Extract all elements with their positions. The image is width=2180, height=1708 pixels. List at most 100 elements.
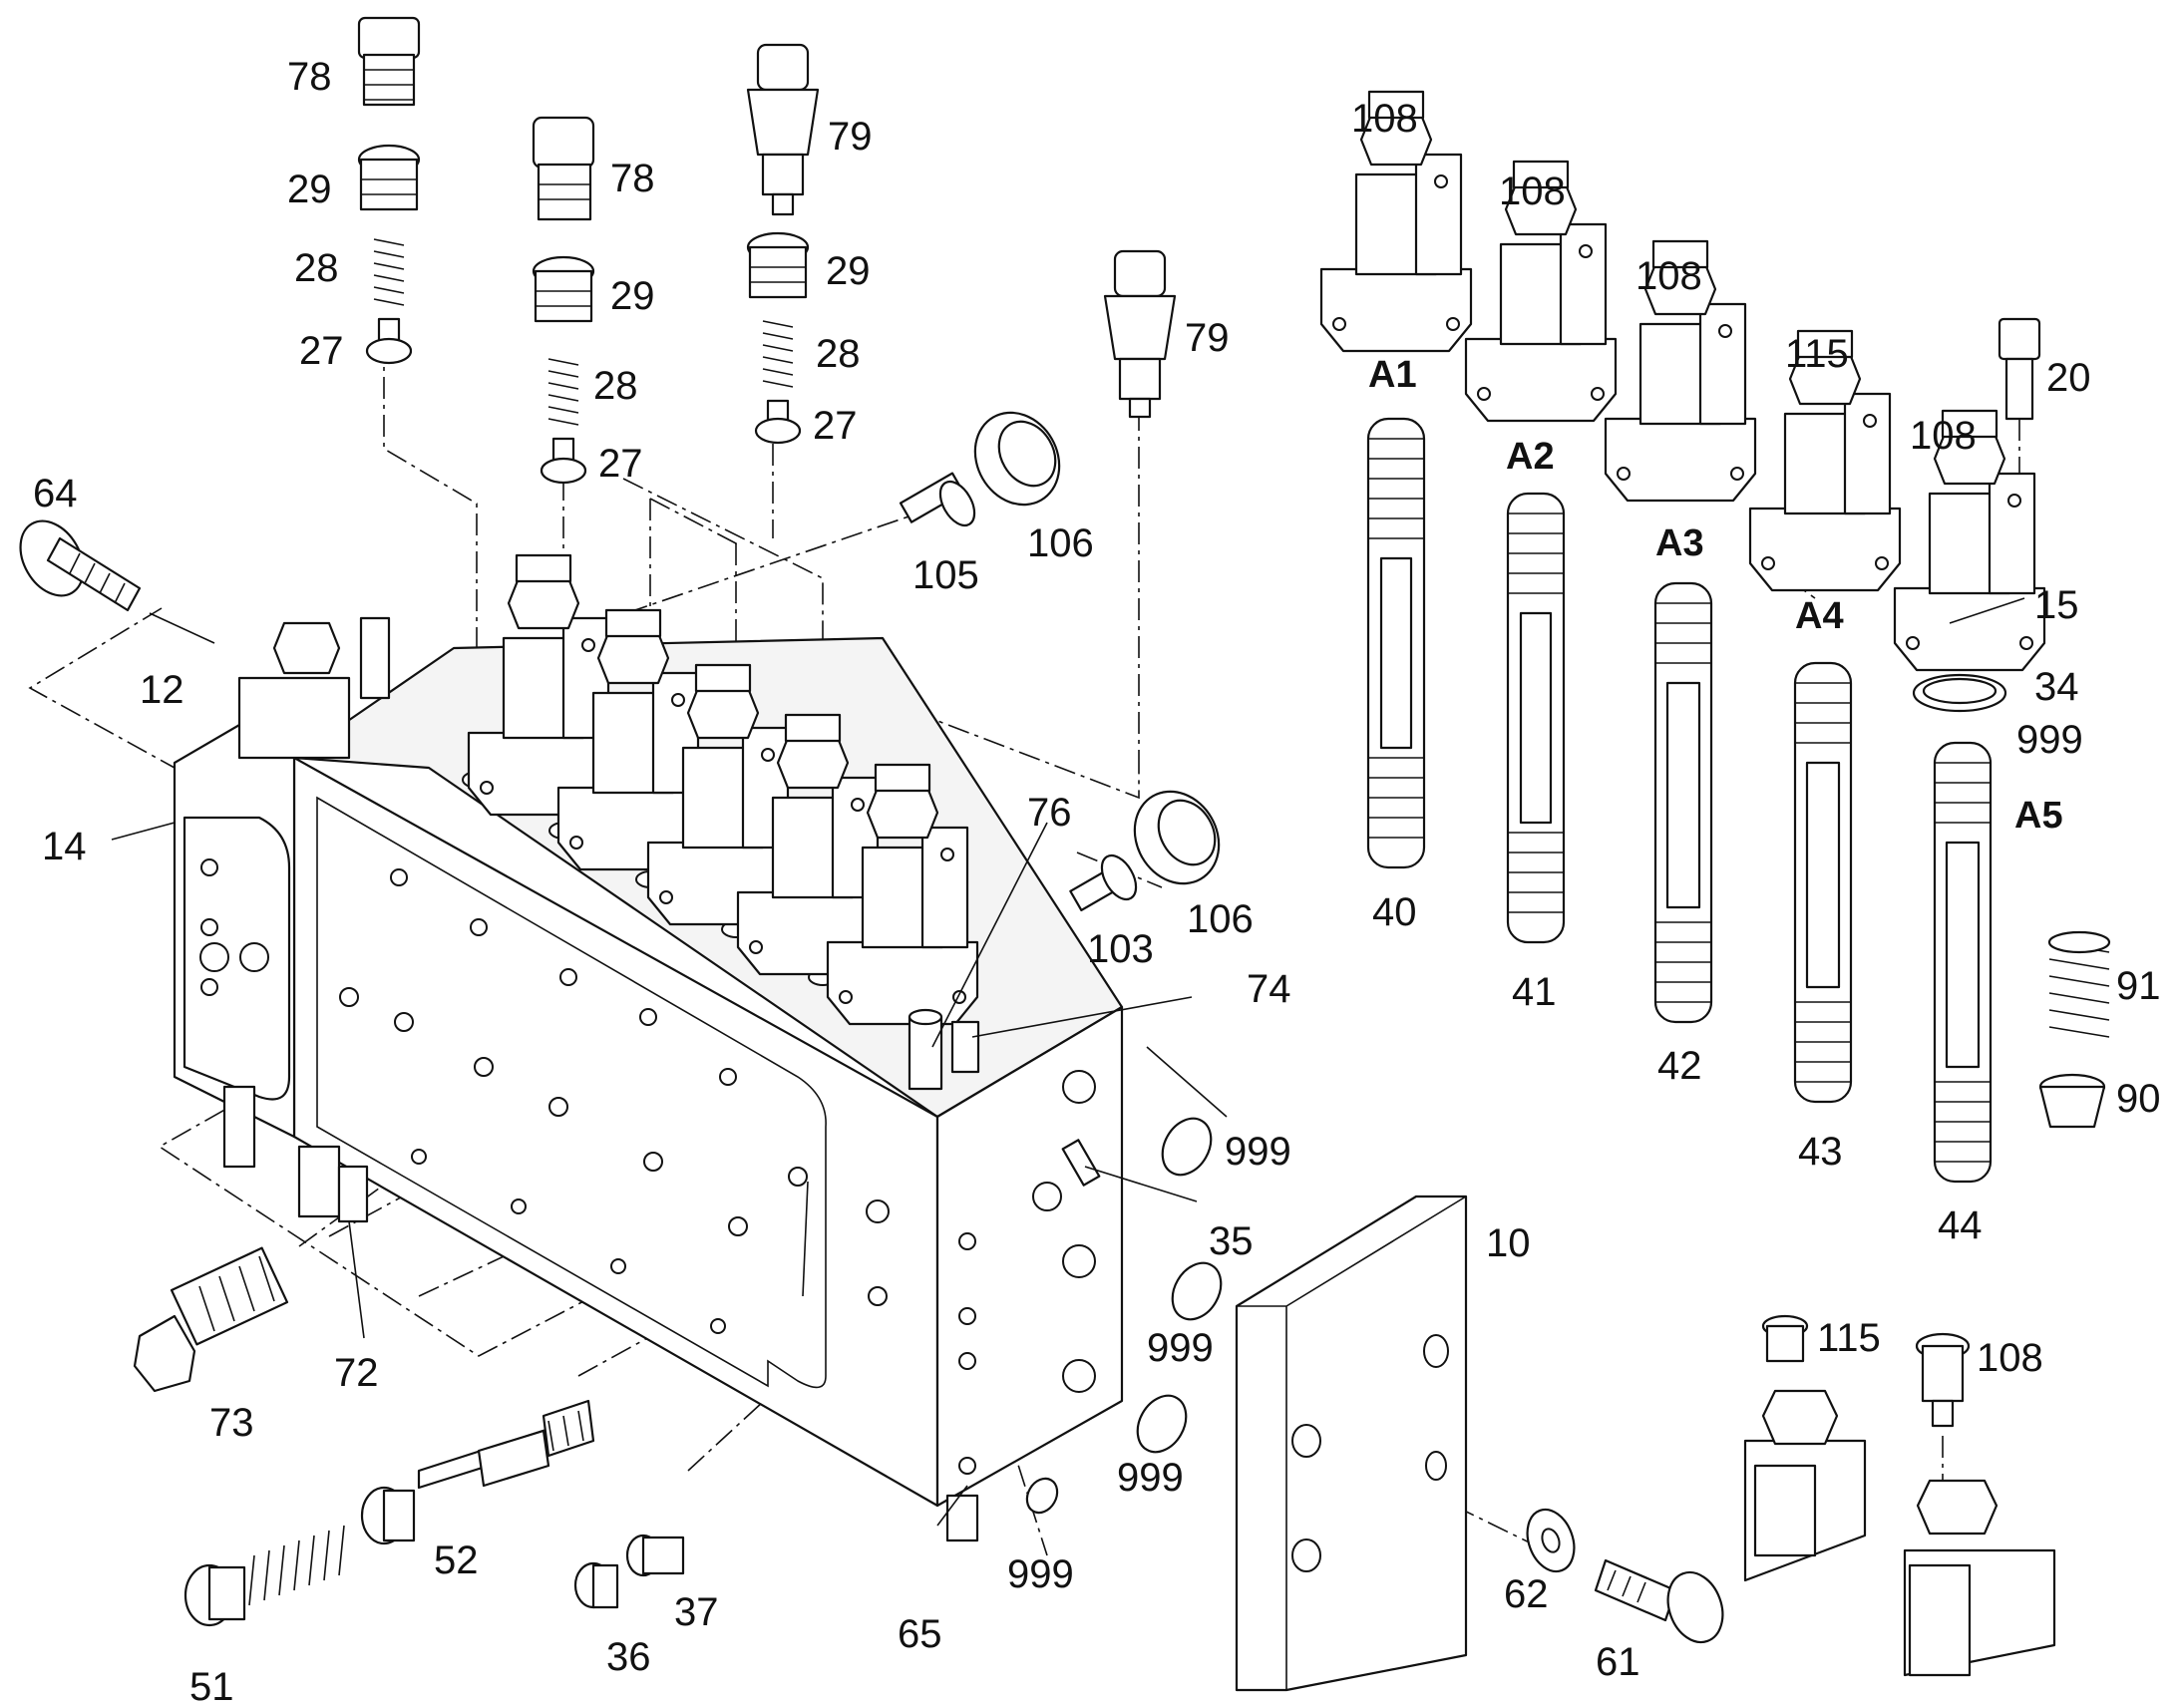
spool-43: [1793, 661, 1853, 1104]
callout-28-a: 28: [294, 246, 339, 290]
callout-108-c: 108: [1635, 254, 1702, 298]
poppet-27-b: [540, 437, 587, 485]
spools: [1366, 417, 1993, 1184]
plug-51: [183, 1563, 246, 1627]
callout-999-c: 999: [1117, 1456, 1184, 1500]
cartridge-78-a: [357, 16, 421, 107]
group-label-a4: A4: [1795, 595, 1844, 637]
cartridge-78-b: [532, 116, 595, 221]
callout-105: 105: [912, 553, 979, 597]
callout-78-a: 78: [287, 55, 332, 99]
lower-coil-b: [1903, 1479, 2056, 1677]
plug-115-b: [1761, 1314, 1809, 1363]
lower-coil-a: [1743, 1389, 1867, 1582]
callout-999-b: 999: [1147, 1326, 1214, 1370]
callout-74: 74: [1247, 967, 1291, 1011]
callout-34: 34: [2034, 665, 2079, 709]
plug-29-a: [357, 144, 421, 211]
callout-90: 90: [2116, 1077, 2161, 1121]
callout-999-d: 999: [1007, 1552, 1074, 1596]
valve-73: [133, 1246, 289, 1393]
group-label-a2: A2: [1506, 436, 1555, 478]
callout-73: 73: [209, 1401, 254, 1445]
valve-79-a: [746, 43, 820, 216]
callout-108-d: 108: [1910, 414, 1977, 458]
callout-41: 41: [1512, 970, 1557, 1014]
spring-28-a: [373, 238, 405, 306]
plug-105: [899, 472, 976, 527]
callout-51: 51: [189, 1665, 234, 1708]
callout-999-a: 999: [1225, 1130, 1291, 1174]
callout-12: 12: [140, 668, 184, 712]
callout-108-b: 108: [1499, 170, 1566, 213]
callout-65: 65: [898, 1612, 942, 1656]
plug-29-b: [532, 255, 595, 323]
o-ring-34: [1912, 673, 2007, 713]
callout-106-a: 106: [1027, 521, 1094, 565]
spool-40: [1366, 417, 1426, 869]
leader-lines: [111, 597, 2025, 1527]
callout-103: 103: [1087, 927, 1154, 971]
callout-79-b: 79: [1185, 316, 1230, 360]
callout-115-b: 115: [1817, 1316, 1881, 1360]
callout-27-c: 27: [813, 404, 858, 448]
poppet-27-a: [365, 317, 413, 365]
callout-62: 62: [1504, 1572, 1549, 1616]
screw-20: [1998, 317, 2041, 421]
spring-52-assembly: [248, 1486, 416, 1606]
spool-41: [1506, 492, 1566, 944]
spool-42: [1653, 581, 1713, 1024]
callout-28-c: 28: [816, 332, 861, 376]
callout-115-a: 115: [1785, 332, 1849, 376]
callout-108-a: 108: [1351, 97, 1418, 141]
callout-40: 40: [1372, 890, 1417, 934]
callout-43: 43: [1798, 1130, 1843, 1174]
fittings-74-76: [908, 1008, 980, 1091]
spring-91: [2047, 930, 2111, 1038]
callout-27-a: 27: [299, 329, 344, 373]
group-labels: A1 A2 A3 A4 A5: [1368, 354, 2063, 837]
spool-52: [417, 1399, 595, 1490]
callout-42: 42: [1657, 1044, 1702, 1088]
group-label-a5: A5: [2014, 795, 2063, 837]
callout-72: 72: [334, 1351, 379, 1395]
bolt-61: [1594, 1558, 1724, 1644]
callout-91: 91: [2116, 964, 2161, 1008]
callout-52: 52: [434, 1538, 479, 1582]
callout-14: 14: [42, 825, 87, 868]
seal-106-b: [1133, 790, 1221, 885]
callout-78-b: 78: [610, 157, 655, 200]
callout-76: 76: [1027, 791, 1072, 835]
o-rings: [1025, 1117, 1223, 1515]
callout-999-e: 999: [2016, 718, 2083, 762]
seal-106-a: [973, 411, 1061, 507]
callout-37: 37: [674, 1590, 719, 1634]
spring-28-c: [762, 320, 794, 388]
callout-36: 36: [606, 1635, 651, 1679]
plate-10: [1235, 1195, 1468, 1692]
callout-79-a: 79: [828, 115, 873, 159]
callout-61: 61: [1596, 1640, 1640, 1684]
spool-44: [1933, 741, 1993, 1184]
washer-62: [1526, 1508, 1576, 1573]
callout-108-e: 108: [1977, 1336, 2043, 1380]
plug-29-c: [746, 231, 810, 299]
plug-108-e: [1915, 1332, 1971, 1428]
end-section: [173, 616, 391, 1169]
valve-79-b: [1103, 249, 1177, 419]
group-label-a1: A1: [1368, 354, 1417, 396]
poppet-27-c: [754, 399, 802, 445]
cap-90: [2038, 1073, 2106, 1129]
group-label-a3: A3: [1655, 522, 1704, 564]
callout-27-b: 27: [598, 442, 643, 486]
plug-103: [1069, 854, 1138, 911]
callout-29-c: 29: [826, 249, 871, 293]
callout-15: 15: [2034, 583, 2079, 627]
spring-28-b: [547, 358, 579, 426]
callout-106-b: 106: [1187, 897, 1254, 941]
bolt-64: [19, 519, 142, 612]
callout-29-a: 29: [287, 168, 332, 211]
callout-20: 20: [2046, 356, 2091, 400]
